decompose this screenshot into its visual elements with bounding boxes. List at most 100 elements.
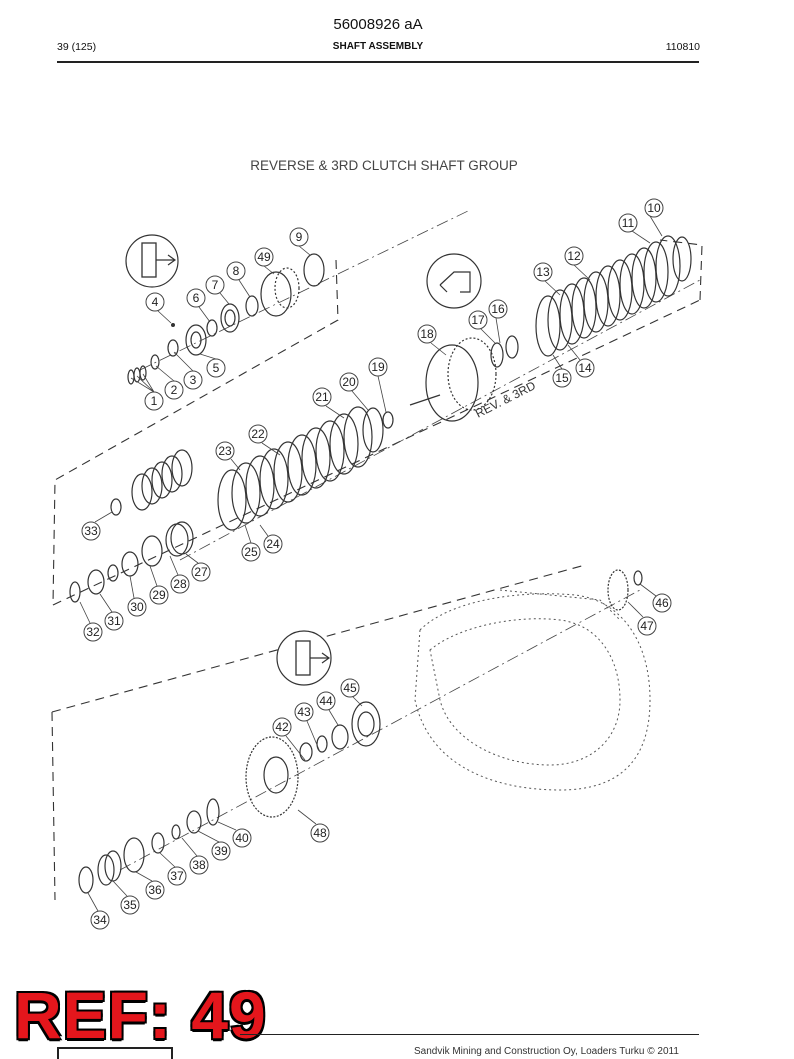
callout-2: 2 <box>164 380 184 400</box>
svg-text:47: 47 <box>640 619 654 633</box>
svg-text:43: 43 <box>297 705 311 719</box>
svg-text:5: 5 <box>213 361 220 375</box>
svg-text:32: 32 <box>86 625 100 639</box>
svg-text:12: 12 <box>567 249 581 263</box>
section-title: SHAFT ASSEMBLY <box>332 41 424 52</box>
svg-text:45: 45 <box>343 681 357 695</box>
transmission-housing <box>414 589 651 791</box>
svg-text:36: 36 <box>148 883 162 897</box>
svg-text:23: 23 <box>218 444 232 458</box>
upper-parts <box>127 253 519 422</box>
callout-9: 9 <box>289 227 309 247</box>
lower-parts <box>78 569 643 894</box>
svg-text:9: 9 <box>296 230 303 244</box>
svg-text:4: 4 <box>152 295 159 309</box>
svg-text:39: 39 <box>214 844 228 858</box>
callout-7: 7 <box>205 275 225 295</box>
footer-copyright: Sandvik Mining and Construction Oy, Load… <box>414 1046 679 1057</box>
svg-text:8: 8 <box>233 264 240 278</box>
middle-row-parts <box>69 521 194 603</box>
shaft-axis <box>119 209 701 871</box>
callout-3: 3 <box>183 370 203 390</box>
svg-text:30: 30 <box>130 600 144 614</box>
footer-rule <box>240 1034 699 1035</box>
callout-49: 49 <box>254 247 274 267</box>
svg-text:6: 6 <box>193 291 200 305</box>
callout-4: 4 <box>145 292 165 312</box>
callout-48: 48 <box>310 823 330 843</box>
svg-text:2: 2 <box>171 383 178 397</box>
svg-text:35: 35 <box>123 898 137 912</box>
callout-23: 23 <box>215 441 235 461</box>
svg-text:21: 21 <box>315 390 329 404</box>
callout-16: 16 <box>488 299 508 319</box>
svg-text:49: 49 <box>257 250 271 264</box>
svg-text:34: 34 <box>93 913 107 927</box>
callout-13: 13 <box>533 262 553 282</box>
callout-46: 46 <box>652 593 672 613</box>
svg-text:15: 15 <box>555 371 569 385</box>
callout-19: 19 <box>368 357 388 377</box>
svg-text:20: 20 <box>342 375 356 389</box>
callout-20: 20 <box>339 372 359 392</box>
footer-logo <box>57 1047 173 1059</box>
callout-11: 11 <box>618 213 638 233</box>
callout-6: 6 <box>186 288 206 308</box>
svg-text:31: 31 <box>107 614 121 628</box>
svg-text:22: 22 <box>251 427 265 441</box>
svg-text:40: 40 <box>235 831 249 845</box>
upper-group-outline <box>52 239 703 606</box>
svg-text:14: 14 <box>578 361 592 375</box>
callout-28: 28 <box>170 574 190 594</box>
callout-15: 15 <box>552 368 572 388</box>
svg-text:1: 1 <box>151 394 158 408</box>
callout-33: 33 <box>81 521 101 541</box>
reference-stamp: REF: 49 <box>14 978 267 1052</box>
callout-43: 43 <box>294 702 314 722</box>
callout-34: 34 <box>90 910 110 930</box>
svg-text:19: 19 <box>371 360 385 374</box>
callout-10: 10 <box>644 198 664 218</box>
callout-42: 42 <box>272 717 292 737</box>
svg-text:44: 44 <box>319 694 333 708</box>
svg-text:37: 37 <box>170 869 184 883</box>
svg-text:10: 10 <box>647 201 661 215</box>
callout-47: 47 <box>637 616 657 636</box>
svg-text:29: 29 <box>152 588 166 602</box>
clutch-disc-stack-left <box>217 406 394 531</box>
callout-14: 14 <box>575 358 595 378</box>
callout-25: 25 <box>241 542 261 562</box>
clutch-disc-stack-right <box>535 235 692 357</box>
callout-22: 22 <box>248 424 268 444</box>
svg-text:3: 3 <box>190 373 197 387</box>
date-code: 110810 <box>665 41 700 53</box>
callout-39: 39 <box>211 841 231 861</box>
lower-group-outline <box>51 564 586 901</box>
callout-27: 27 <box>191 562 211 582</box>
callout-1: 1 <box>144 391 164 411</box>
callout-leaders <box>79 215 663 912</box>
page-number: 39 (125) <box>57 41 97 53</box>
callout-35: 35 <box>120 895 140 915</box>
diagram-title: REVERSE & 3RD CLUTCH SHAFT GROUP <box>250 158 518 173</box>
callout-38: 38 <box>189 855 209 875</box>
header-rule <box>57 61 699 63</box>
callout-44: 44 <box>316 691 336 711</box>
arrow-inset <box>426 253 482 309</box>
callout-45: 45 <box>340 678 360 698</box>
callout-5: 5 <box>206 358 226 378</box>
svg-text:7: 7 <box>212 278 219 292</box>
callout-40: 40 <box>232 828 252 848</box>
spring-stack <box>110 449 193 516</box>
svg-text:42: 42 <box>275 720 289 734</box>
callout-31: 31 <box>104 611 124 631</box>
svg-text:17: 17 <box>471 313 485 327</box>
svg-text:13: 13 <box>536 265 550 279</box>
callout-18: 18 <box>417 324 437 344</box>
svg-text:16: 16 <box>491 302 505 316</box>
callout-24: 24 <box>263 534 283 554</box>
svg-text:33: 33 <box>84 524 98 538</box>
callout-21: 21 <box>312 387 332 407</box>
callout-37: 37 <box>167 866 187 886</box>
